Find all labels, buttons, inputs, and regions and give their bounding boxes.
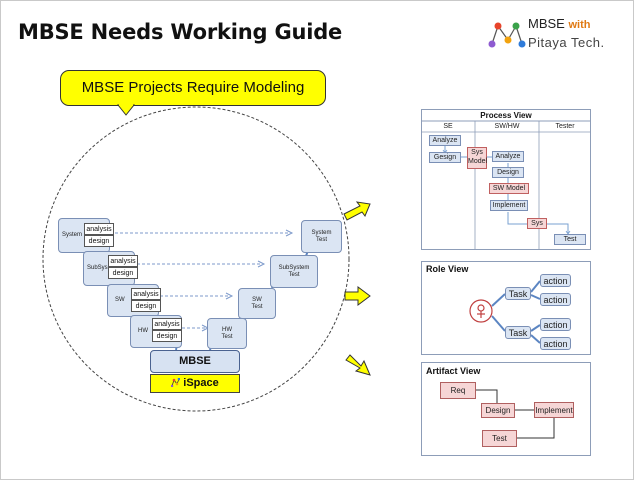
arrow-to-process-view-icon (343, 201, 371, 221)
role-task-1: Task (505, 287, 531, 300)
vmodel-subsys-analysis: analysis (108, 255, 138, 267)
process-design: Design (492, 167, 524, 178)
vmodel-sw-design: design (131, 300, 161, 312)
ispace-icon (171, 378, 181, 387)
vmodel-sw-analysis: analysis (131, 288, 161, 300)
callout-bubble: MBSE Projects Require Modeling (60, 70, 326, 106)
logo-text-mbse: MBSE with (528, 16, 590, 31)
logo-with: with (568, 19, 591, 31)
process-lane-tester: Tester (555, 123, 575, 130)
mbse-base-box: MBSE (150, 350, 240, 373)
vmodel-system-test-line2: Test (315, 236, 327, 243)
vmodel-hw-test-line2: Test (221, 333, 233, 340)
artifact-req: Req (440, 382, 476, 399)
scope-circle (42, 106, 350, 412)
vmodel-subsys-label: SubSys (87, 265, 108, 271)
vmodel-hw-design: design (152, 330, 182, 342)
vmodel-hw-analysis: analysis (152, 318, 182, 330)
arrow-to-role-view-icon (344, 286, 371, 306)
process-implement: Implement (490, 200, 528, 211)
process-sys-model-line2: Model (468, 158, 488, 165)
process-view-title: Process View (480, 111, 532, 120)
role-action-2: action (540, 293, 571, 306)
artifact-test: Test (482, 430, 517, 447)
vmodel-sw-test-line1: SW (252, 296, 262, 303)
process-analyze-swhw: Analyze (492, 151, 524, 162)
role-action-1: action (540, 274, 571, 287)
vmodel-hw-label: HW (138, 328, 148, 334)
ispace-label: iSpace (183, 377, 219, 389)
process-test: Test (554, 234, 586, 245)
role-view-title: Role View (426, 264, 469, 274)
artifact-implement: Implement (534, 402, 574, 418)
vmodel-system-label: System (62, 232, 83, 238)
vmodel-hw-test-line1: HW (221, 326, 232, 333)
process-sys-model-line1: Sys (471, 149, 483, 156)
process-sys: Sys (527, 218, 547, 229)
logo-text-company: Pitaya Tech. (528, 35, 605, 50)
arrow-to-artifact-view-icon (345, 354, 371, 376)
vmodel-system-test-line1: System (311, 229, 332, 236)
role-action-3: action (540, 318, 571, 331)
vmodel-system-analysis: analysis (84, 223, 114, 235)
vmodel-system-design: design (84, 235, 114, 247)
role-task-2: Task (505, 326, 531, 339)
process-gesign: Gesign (429, 152, 461, 163)
logo-mbse: MBSE (528, 16, 565, 31)
process-analyze-se: Analyze (429, 135, 461, 146)
page-title: MBSE Needs Working Guide (18, 20, 343, 44)
vmodel-sw-label: SW (115, 297, 125, 303)
role-action-4: action (540, 337, 571, 350)
process-lane-swhw: SW/HW (494, 123, 520, 130)
ispace-tool-box: iSpace (150, 374, 240, 393)
vmodel-sw-test-line2: Test (251, 303, 263, 310)
artifact-design: Design (481, 403, 515, 418)
process-sw-model: SW Model (489, 183, 529, 194)
vmodel-subsystem-test-line1: SubSystem (278, 264, 310, 271)
vmodel-subsystem-test-line2: Test (288, 271, 300, 278)
pitaya-logo-icon (488, 22, 526, 48)
process-lane-se: SE (443, 123, 453, 130)
artifact-view-title: Artifact View (426, 366, 481, 376)
process-view-panel (421, 109, 591, 250)
vmodel-subsys-design: design (108, 267, 138, 279)
